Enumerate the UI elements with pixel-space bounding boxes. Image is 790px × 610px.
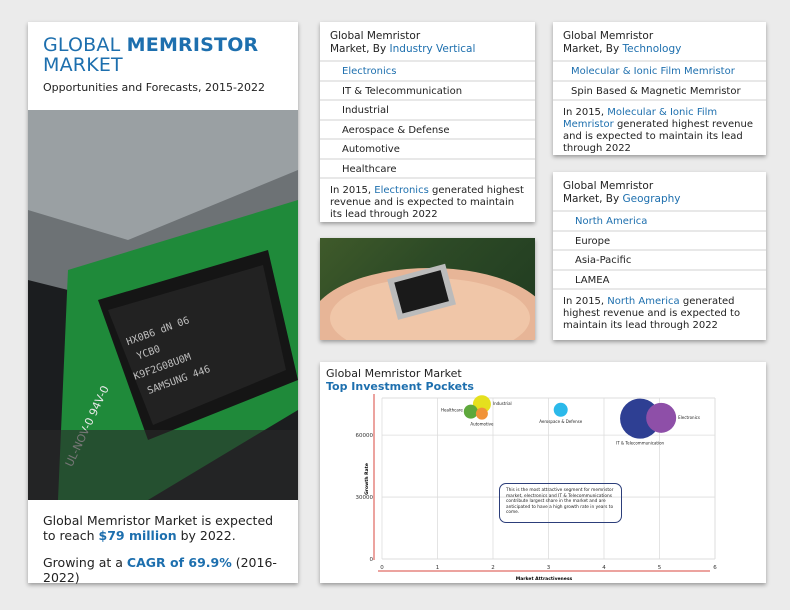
bubble-healthcare: [463, 404, 478, 419]
bubble-electronics: [646, 402, 677, 433]
circuit-board-photo: HX0B6 dN 06 YCB0 K9F2G08U0M SAMSUNG 446 …: [28, 110, 298, 500]
list-item: Industrial: [320, 99, 535, 119]
chart-subtitle: Top Investment Pockets: [326, 380, 474, 393]
chart-title: Global Memristor Market: [326, 367, 462, 380]
bubble-label: Aerospace & Defense: [539, 419, 583, 424]
bubble-automotive: [475, 407, 488, 420]
list-item: Asia-Pacific: [553, 249, 766, 269]
list-item: IT & Telecommunication: [320, 79, 535, 100]
x-tick-label: 5: [658, 565, 662, 571]
x-tick-label: 2: [491, 565, 495, 571]
list-item: Spin Based & Magnetic Memristor: [553, 79, 766, 100]
x-tick-label: 1: [436, 565, 440, 571]
list-item: Molecular & Ionic Film Memristor: [553, 60, 766, 80]
list-item: Europe: [553, 229, 766, 250]
x-tick-label: 6: [713, 565, 717, 571]
y-tick-label: 60000: [356, 433, 374, 439]
market-summary: Global Memristor Market is expected to r…: [43, 513, 277, 585]
bubble-aerospace-defense: [553, 402, 568, 417]
list-item: LAMEA: [553, 268, 766, 289]
y-tick-label: 0: [370, 557, 374, 563]
y-tick-label: 30000: [356, 495, 374, 501]
bubble-label: IT & Telecommunication: [616, 441, 664, 446]
subtitle: Opportunities and Forecasts, 2015-2022: [43, 81, 265, 94]
list-item: Electronics: [320, 60, 535, 80]
list-item: Automotive: [320, 138, 535, 158]
bubble-label: Electronics: [678, 415, 700, 420]
chip-on-finger-photo: [320, 238, 535, 340]
bubble-label: Industrial: [493, 401, 512, 406]
chart-annotation: This is the most attractive segment for …: [499, 483, 622, 523]
panel-note: In 2015, Molecular & Ionic Film Memristo…: [553, 99, 766, 161]
list-item: Healthcare: [320, 157, 535, 178]
bubble-label: Automotive: [470, 422, 494, 427]
y-axis-label: Growth Rate: [364, 463, 370, 495]
x-tick-label: 4: [602, 565, 606, 571]
bubble-label: Healthcare: [441, 408, 463, 413]
x-axis-label: Market Attractiveness: [516, 576, 573, 582]
list-item: Aerospace & Defense: [320, 118, 535, 139]
bubble-industrial: [472, 395, 491, 414]
panel-note: In 2015, Electronics generated highest r…: [320, 177, 535, 227]
panel-note: In 2015, North America generated highest…: [553, 288, 766, 338]
x-tick-label: 0: [380, 565, 384, 571]
list-item: North America: [553, 210, 766, 230]
x-tick-label: 3: [547, 565, 551, 571]
